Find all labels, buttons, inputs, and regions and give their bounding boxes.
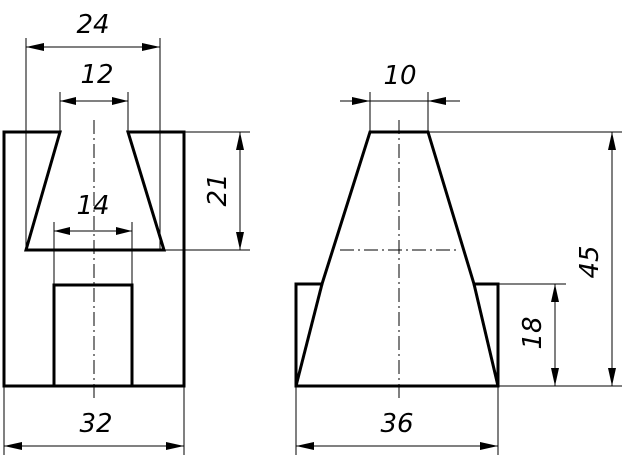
dim-front-top-width-label: 24 — [76, 10, 109, 40]
dim-side-top-width-label: 10 — [383, 61, 416, 91]
dim-front-inner-top: 12 — [59, 60, 129, 132]
side-view-left-edge — [294, 283, 324, 387]
front-view-inner-block — [52, 283, 134, 388]
dim-side-base-width: 36 — [295, 386, 499, 455]
dim-side-block-height-label: 18 — [518, 316, 548, 349]
dim-side-height-total: 45 — [428, 131, 622, 387]
dim-side-top-width: 10 — [340, 61, 460, 132]
dim-front-top-width: 24 — [25, 10, 161, 250]
dim-front-inner-bottom: 14 — [53, 191, 133, 285]
dim-front-depth: 21 — [164, 131, 250, 251]
dim-front-inner-top-label: 12 — [80, 60, 113, 90]
dim-side-height-total-label: 45 — [575, 245, 605, 278]
dim-side-base-width-label: 36 — [380, 409, 413, 439]
side-view: 10 45 18 36 — [294, 61, 622, 455]
front-view: 24 12 14 21 — [2, 10, 250, 455]
dim-front-base-width: 32 — [3, 386, 185, 455]
dim-side-block-height: 18 — [498, 283, 566, 386]
dim-front-depth-label: 21 — [203, 173, 233, 206]
dim-front-base-width-label: 32 — [79, 409, 112, 439]
side-view-outline — [294, 130, 500, 388]
side-view-right-edge — [472, 283, 500, 387]
dim-front-inner-bottom-label: 14 — [76, 191, 109, 221]
